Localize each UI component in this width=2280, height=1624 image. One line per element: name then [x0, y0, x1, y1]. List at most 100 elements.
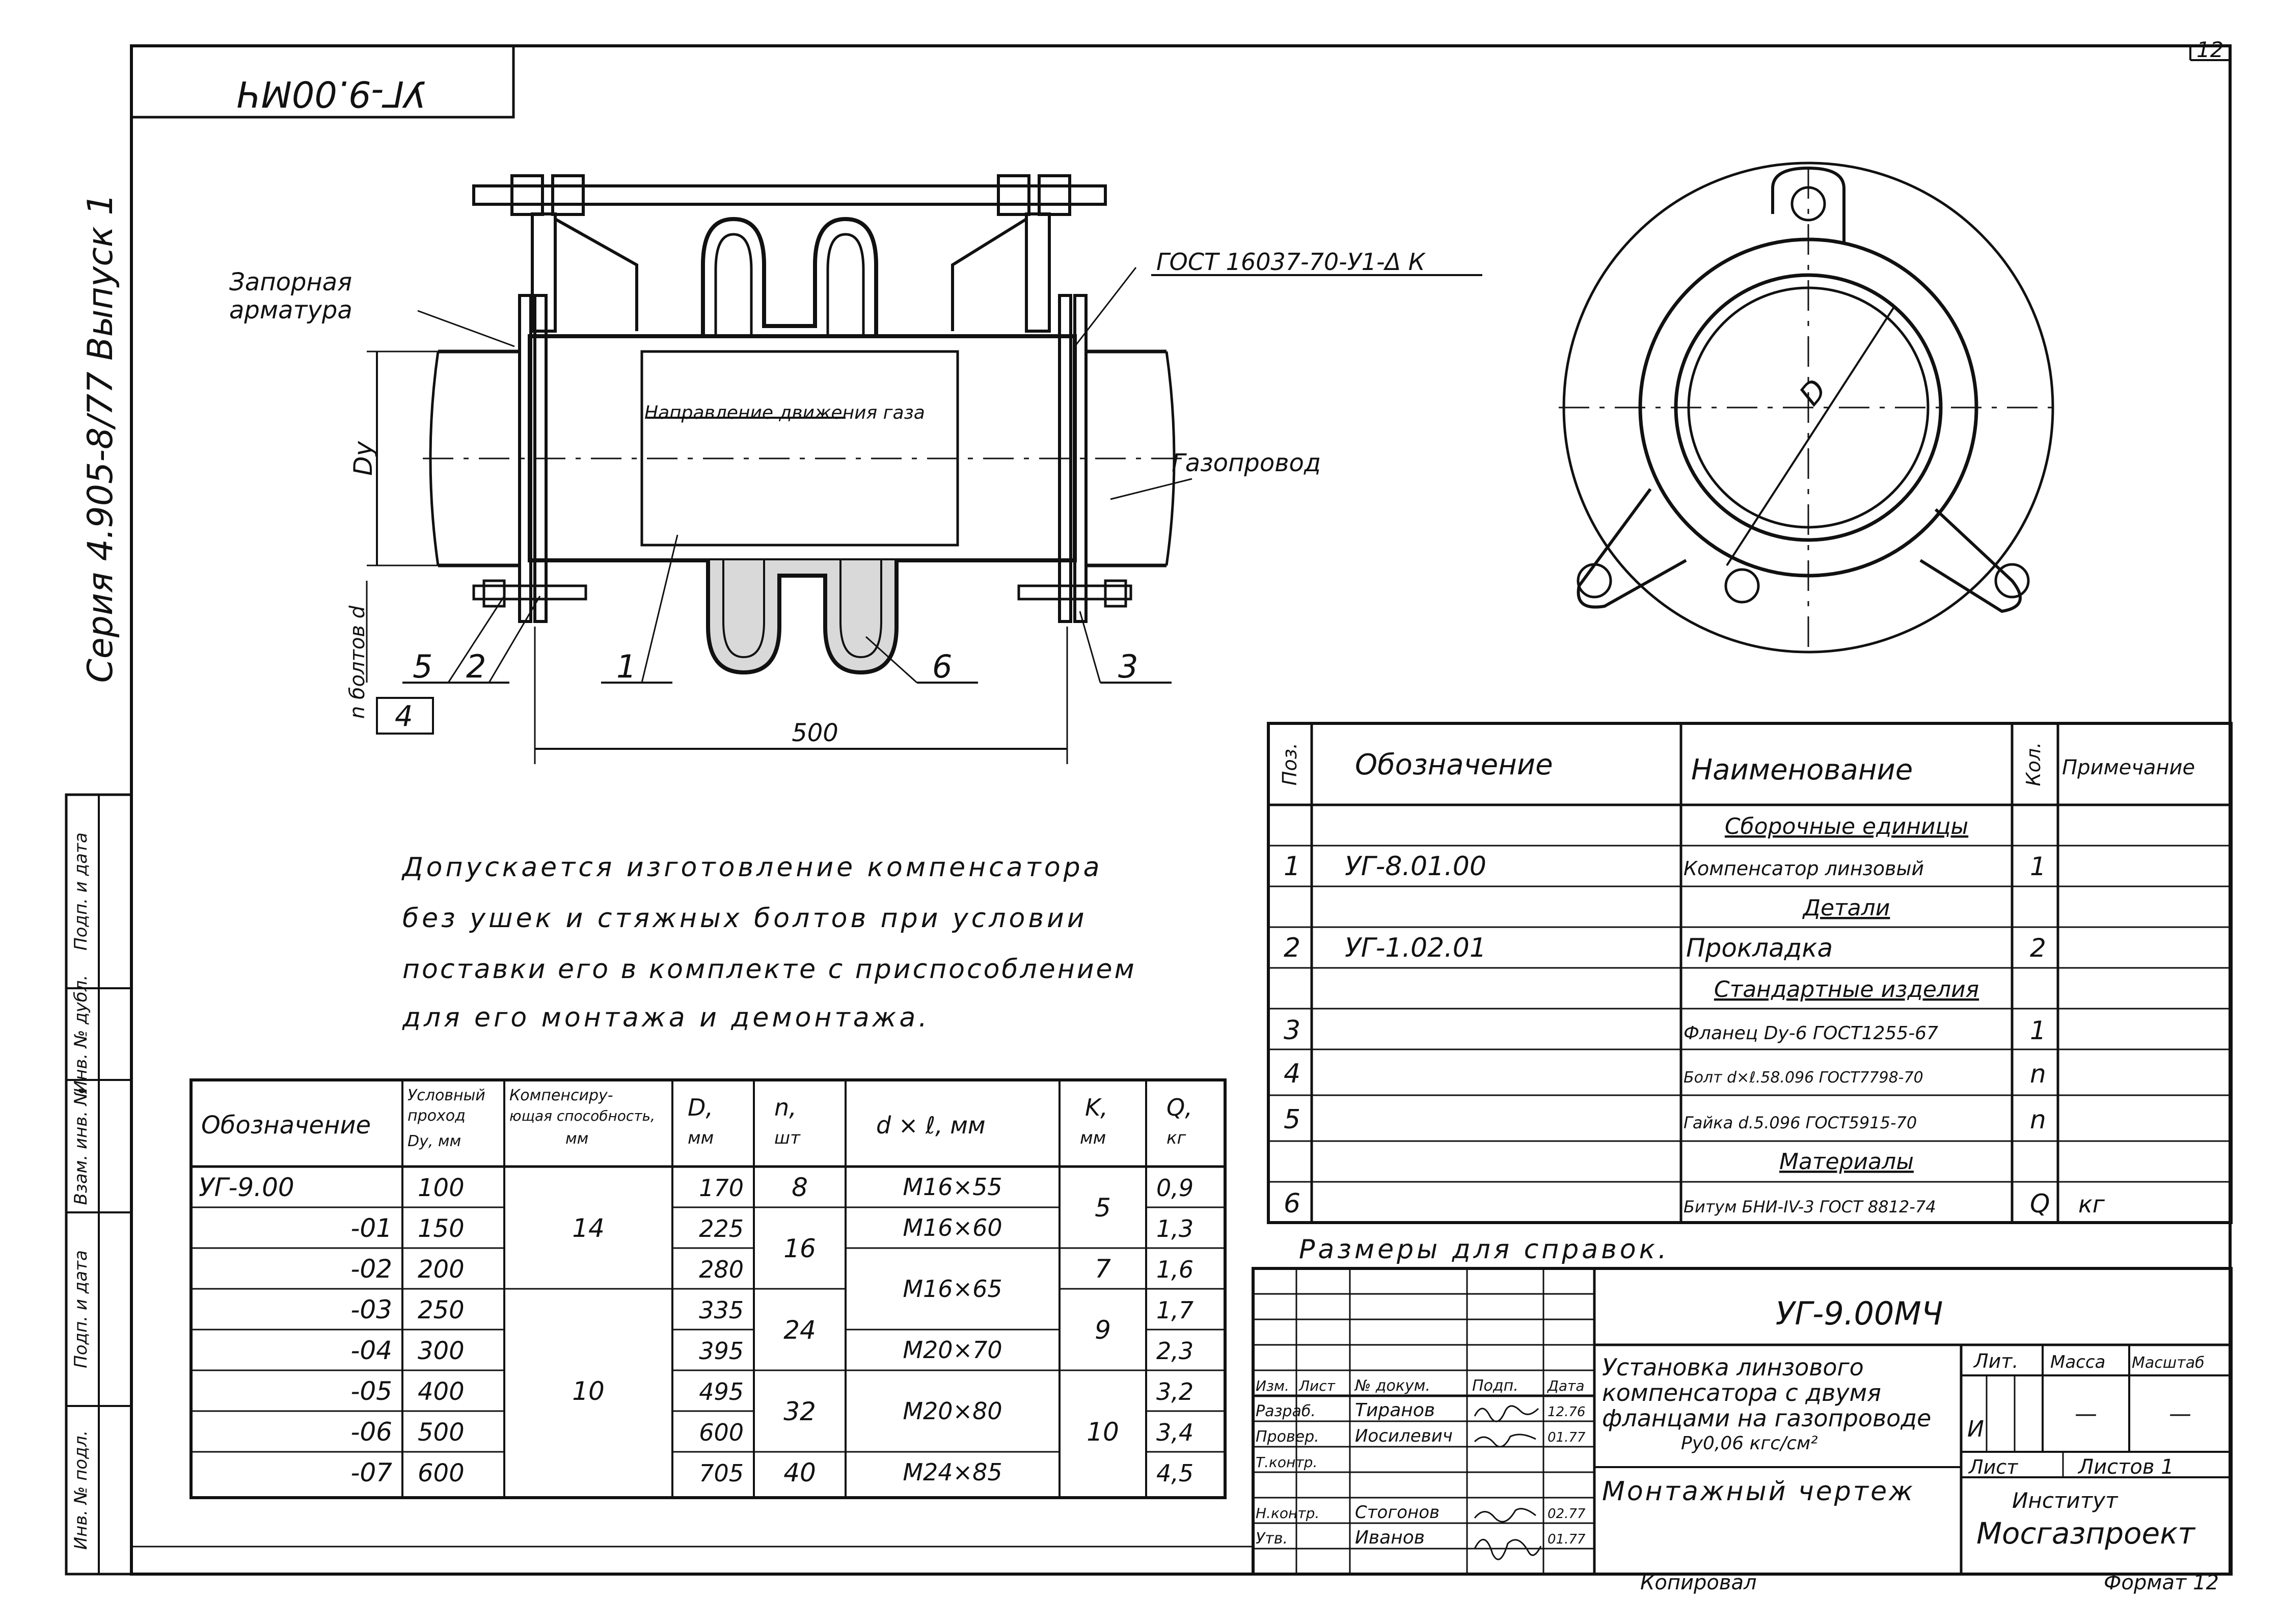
weld-note: ГОСТ 16037-70-У1-Δ К — [1156, 248, 1426, 276]
spec-qty: 1 — [2030, 852, 2046, 881]
spec-qty: n — [2030, 1105, 2046, 1134]
spec-pos: 5 — [1284, 1104, 1300, 1135]
spec-qty: 1 — [2030, 1016, 2046, 1045]
param-Q: 0,9 — [1156, 1174, 1193, 1202]
note-line-3: поставки его в комплекте с приспособлени… — [402, 954, 1136, 985]
param-table-grid — [189, 1078, 1227, 1499]
param-header-K: мм — [1080, 1128, 1106, 1148]
param-D: 335 — [699, 1296, 744, 1324]
param-K: 5 — [1095, 1193, 1111, 1223]
tb-sheet-label: Лист — [1968, 1456, 2019, 1478]
spec-table-grid — [1267, 722, 2233, 1224]
param-D: 600 — [699, 1419, 744, 1446]
param-dy: 150 — [418, 1214, 465, 1243]
param-header-D: D, — [688, 1094, 713, 1121]
shutoff-valve-label-2: арматура — [229, 296, 352, 324]
param-Q: 1,6 — [1156, 1256, 1193, 1283]
param-header-dy: Dу, мм — [408, 1132, 461, 1150]
tb-role: Т.контр. — [1256, 1454, 1317, 1471]
param-K: 7 — [1095, 1254, 1111, 1284]
param-header-comp: ющая способность, — [509, 1107, 655, 1124]
spec-qty: 2 — [2030, 933, 2046, 963]
param-designation: -07 — [350, 1458, 392, 1487]
signature-scribbles — [1474, 1405, 1542, 1560]
tb-scale-header: Масштаб — [2132, 1354, 2205, 1372]
tb-mass-header: Масса — [2050, 1352, 2105, 1372]
spec-name: Болт d×ℓ.58.096 ГОСТ7798-70 — [1684, 1069, 1923, 1087]
tb-name: Иосилевич — [1355, 1426, 1453, 1446]
param-n: 16 — [783, 1234, 816, 1263]
shutoff-valve-label-1: Запорная — [229, 268, 352, 296]
param-header-n: n, — [774, 1094, 797, 1121]
param-dl: М24×85 — [903, 1458, 1002, 1486]
series-code: Серия 4.905-8/77 Выпуск 1 — [80, 193, 121, 683]
param-D: 225 — [699, 1215, 744, 1242]
spec-name: Прокладка — [1686, 933, 1833, 963]
compensator-side-view — [366, 174, 1192, 764]
param-dy: 500 — [418, 1418, 465, 1447]
tb-institute-label: Институт — [2012, 1488, 2119, 1513]
stamp-sign-date-2: Подп. и дата — [71, 832, 91, 951]
spec-section: Стандартные изделия — [1714, 977, 1979, 1003]
tb-role: Н.контр. — [1256, 1505, 1319, 1522]
spec-pos: 4 — [1284, 1059, 1300, 1089]
param-dy: 100 — [418, 1174, 465, 1202]
param-Q: 2,3 — [1156, 1337, 1193, 1365]
spec-pos: 6 — [1284, 1188, 1300, 1219]
spec-header-designation: Обозначение — [1355, 748, 1553, 781]
spec-qty: n — [2030, 1059, 2046, 1089]
tb-role: Разраб. — [1256, 1402, 1316, 1420]
stamp-replaced-inv: Взам. инв. № — [71, 1088, 91, 1205]
spec-name: Компенсатор линзовый — [1684, 857, 1924, 880]
param-n: 8 — [792, 1173, 808, 1202]
param-designation: -02 — [350, 1254, 392, 1284]
param-header-dy: Условный — [408, 1087, 485, 1104]
param-designation: -05 — [350, 1376, 392, 1406]
side-stamp — [65, 793, 133, 1576]
spec-section: Детали — [1802, 895, 1890, 921]
tb-date: 12.76 — [1548, 1404, 1585, 1420]
stamp-sign-date-1: Подп. и дата — [71, 1250, 91, 1368]
param-comp: 14 — [572, 1213, 605, 1243]
tb-lit-value: И — [1967, 1416, 1984, 1442]
param-comp: 10 — [572, 1376, 605, 1406]
tb-role: Провер. — [1256, 1428, 1319, 1446]
spec-designation: УГ-1.02.01 — [1345, 933, 1486, 963]
doc-code: УГ-9.00МЧ — [1776, 1295, 1943, 1332]
reference-note: Размеры для справок. — [1299, 1234, 1670, 1265]
tb-col-date: Дата — [1546, 1377, 1585, 1394]
spec-name: Битум БНИ-IV-3 ГОСТ 8812-74 — [1684, 1197, 1936, 1216]
position-mark-2: 2 — [466, 648, 486, 685]
tb-copied: Копировал — [1640, 1571, 1757, 1594]
tb-role: Утв. — [1256, 1530, 1288, 1548]
param-dy: 400 — [418, 1377, 465, 1406]
flow-direction-label: Направление движения газа — [644, 402, 925, 423]
param-dy: 250 — [418, 1296, 465, 1324]
doc-title-line-3: фланцами на газопроводе — [1602, 1404, 1931, 1432]
spec-header-note: Примечание — [2062, 756, 2195, 779]
param-D: 395 — [699, 1337, 744, 1365]
bolts-label: n болтов d — [346, 605, 369, 719]
compensator-end-view — [1559, 161, 2058, 657]
note-line-2: без ушек и стяжных болтов при условии — [402, 903, 1088, 934]
param-header-comp: мм — [565, 1130, 588, 1148]
param-K: 9 — [1095, 1315, 1111, 1345]
param-D: 495 — [699, 1378, 744, 1405]
dimension-500: 500 — [792, 719, 838, 747]
doc-title-line-2: компенсатора с двумя — [1602, 1379, 1881, 1406]
param-header-designation: Обозначение — [201, 1111, 371, 1140]
param-n: 24 — [783, 1315, 816, 1345]
param-dy: 600 — [418, 1459, 465, 1487]
tb-date: 01.77 — [1548, 1532, 1586, 1547]
param-header-dl: d × ℓ, мм — [876, 1112, 986, 1139]
spec-name: Гайка d.5.096 ГОСТ5915-70 — [1684, 1113, 1917, 1132]
tb-mass-value: — — [2075, 1401, 2097, 1427]
param-dl: М16×65 — [903, 1275, 1002, 1303]
param-designation: -01 — [350, 1213, 392, 1243]
position-mark-5: 5 — [413, 648, 432, 685]
param-dy: 300 — [418, 1337, 465, 1365]
param-Q: 3,2 — [1156, 1378, 1193, 1405]
param-dy: 200 — [418, 1255, 465, 1284]
param-header-Q: кг — [1166, 1128, 1187, 1148]
doc-title-line-4: Рy0,06 кгс/см² — [1681, 1433, 1818, 1454]
